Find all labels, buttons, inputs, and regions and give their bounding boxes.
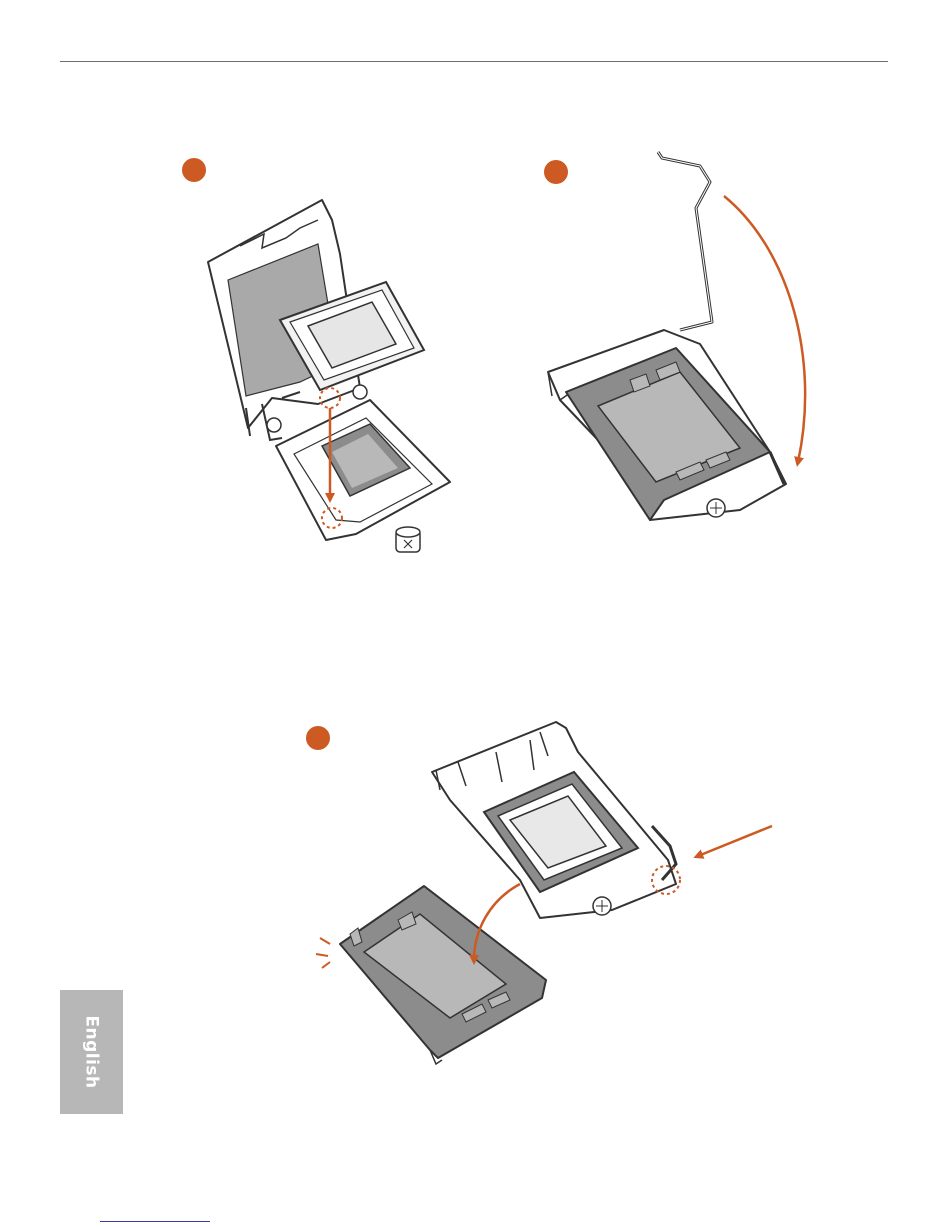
step-1-illustration <box>182 158 450 552</box>
step-3-illustration <box>306 722 772 1064</box>
step-2-illustration <box>544 152 805 520</box>
footer-underline <box>100 1221 210 1222</box>
language-tab-label: English <box>82 1015 102 1088</box>
step-3-badge <box>306 726 330 750</box>
step-1-badge <box>182 158 206 182</box>
motion-tick-marks <box>316 938 330 968</box>
language-side-tab: English <box>60 990 123 1114</box>
screw-icon <box>353 385 367 399</box>
lever-hook-arrow <box>698 826 772 856</box>
step-2-badge <box>544 160 568 184</box>
retention-lever <box>658 152 712 330</box>
screw-icon <box>267 418 281 432</box>
